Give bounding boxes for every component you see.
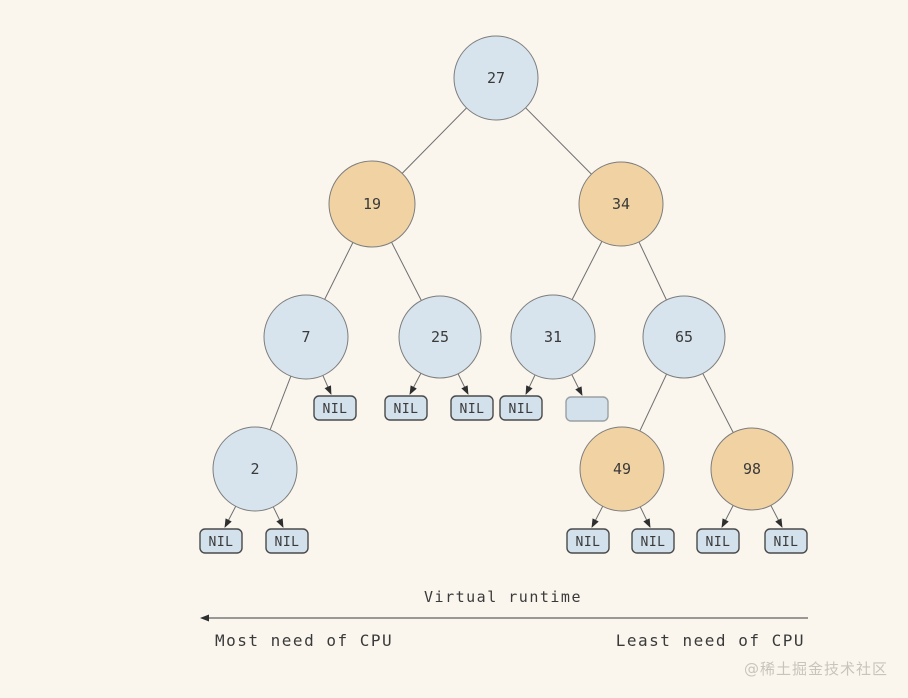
node-34 <box>578 161 664 247</box>
nil-box <box>199 528 243 554</box>
nil-label: NIL <box>394 402 419 417</box>
nil-label: NIL <box>509 402 534 417</box>
node-98 <box>710 427 794 511</box>
most-need-cpu-label: Most need of CPU <box>215 631 393 650</box>
nil-box <box>450 395 494 421</box>
nil-box <box>566 528 610 554</box>
node-2 <box>212 426 298 512</box>
node-25-label: 25 <box>431 328 449 346</box>
nil-label: NIL <box>209 535 234 550</box>
node-34-label: 34 <box>612 195 630 213</box>
nil-box <box>384 395 428 421</box>
nil-box <box>499 395 543 421</box>
tree-nodes: 27 19 34 7 25 31 65 2 49 98 <box>212 35 794 512</box>
nil-label: NIL <box>641 535 666 550</box>
node-7-label: 7 <box>301 328 310 346</box>
nil-label: NIL <box>576 535 601 550</box>
node-49 <box>579 426 665 512</box>
nil-box <box>631 528 675 554</box>
nil-label: NIL <box>323 402 348 417</box>
nil-box <box>313 395 357 421</box>
node-31-label: 31 <box>544 328 562 346</box>
nil-boxes-row1: NIL NIL NIL NIL <box>313 395 609 422</box>
least-need-cpu-label: Least need of CPU <box>616 631 805 650</box>
axis-title: Virtual runtime <box>424 588 582 606</box>
virtual-runtime-axis: Virtual runtime Most need of CPU Least n… <box>200 588 808 650</box>
nil-box <box>764 528 808 554</box>
node-49-label: 49 <box>613 460 631 478</box>
nil-label: NIL <box>774 535 799 550</box>
node-7 <box>263 294 349 380</box>
node-2-label: 2 <box>250 460 259 478</box>
nil-boxes-row2: NIL NIL NIL NIL NIL NIL <box>199 528 808 554</box>
node-31 <box>510 294 596 380</box>
node-65-label: 65 <box>675 328 693 346</box>
nil-label: NIL <box>460 402 485 417</box>
empty-leaf-box <box>565 396 609 422</box>
nil-box <box>265 528 309 554</box>
node-19-label: 19 <box>363 195 381 213</box>
node-65 <box>642 295 726 379</box>
nil-box <box>696 528 740 554</box>
watermark: @稀土掘金技术社区 <box>744 660 888 678</box>
node-98-label: 98 <box>743 460 761 478</box>
node-27 <box>453 35 539 121</box>
node-27-label: 27 <box>487 69 505 87</box>
nil-label: NIL <box>706 535 731 550</box>
node-19 <box>328 160 416 248</box>
node-25 <box>398 295 482 379</box>
nil-label: NIL <box>275 535 300 550</box>
